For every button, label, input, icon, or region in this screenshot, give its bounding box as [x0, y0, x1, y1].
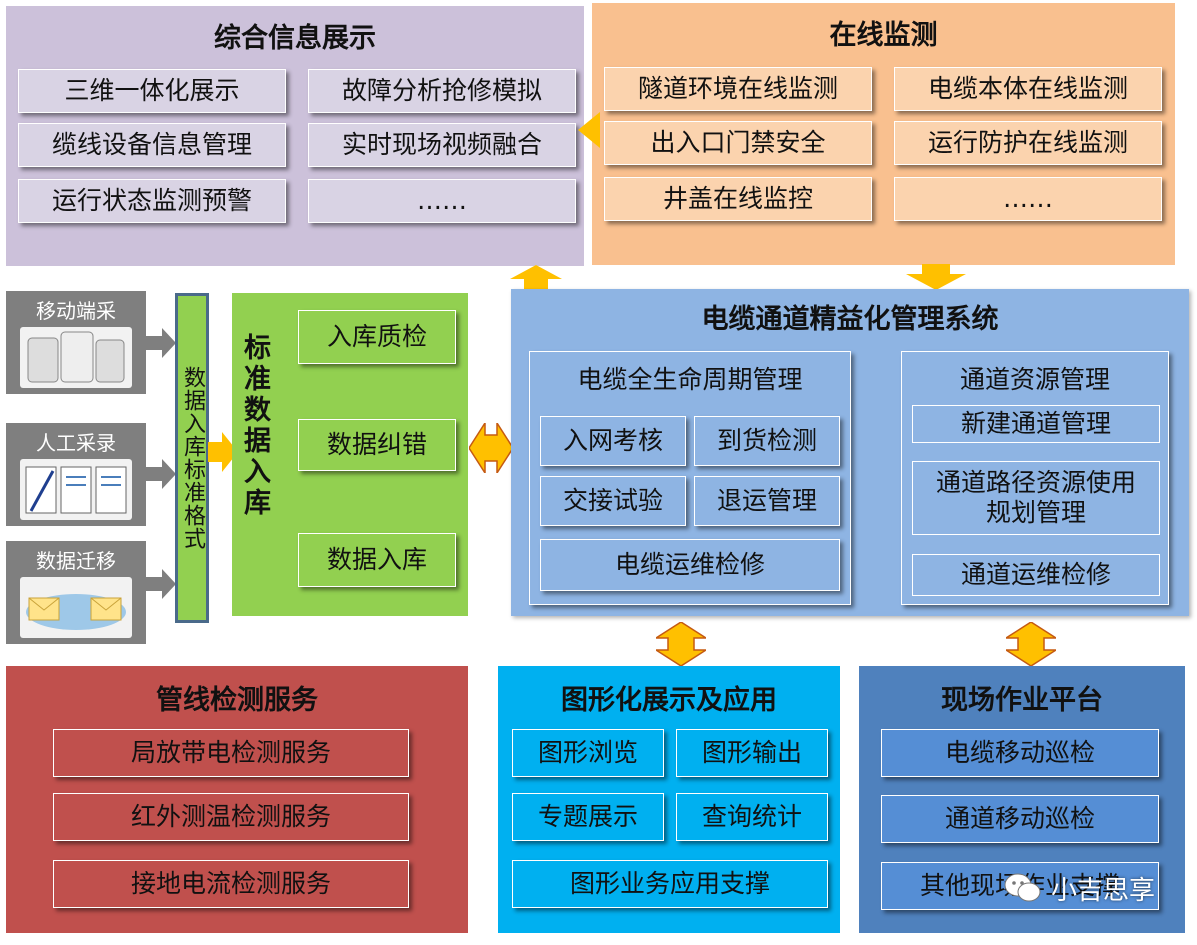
arrow-right-icon	[146, 459, 176, 489]
double-arrow-vertical-icon	[656, 622, 706, 666]
lifecycle-item[interactable]: 交接试验	[540, 476, 686, 526]
standard-storage-panel: 标准数据入库 入库质检 数据纠错 数据入库	[232, 293, 468, 616]
tablet-devices-icon	[20, 327, 132, 388]
field-item[interactable]: 通道移动巡检	[881, 795, 1159, 843]
double-arrow-vertical-icon	[1006, 622, 1056, 666]
pipe-item[interactable]: 局放带电检测服务	[53, 729, 409, 777]
channel-group: 通道资源管理 新建通道管理 通道路径资源使用规划管理 通道运维检修	[901, 351, 1169, 605]
watermark-text: 小吉思享	[1051, 875, 1156, 906]
panel-title: 标准数据入库	[239, 333, 270, 519]
panel-title: 电缆通道精益化管理系统	[701, 304, 999, 335]
channel-item[interactable]: 新建通道管理	[912, 405, 1160, 443]
channel-item[interactable]: 通道运维检修	[912, 554, 1160, 596]
graphic-display-panel: 图形化展示及应用 图形浏览 图形输出 专题展示 查询统计 图形业务应用支撑	[498, 666, 840, 933]
arrow-left-icon	[578, 112, 600, 148]
arrow-right-icon	[146, 569, 176, 599]
monitor-item[interactable]: ……	[894, 177, 1162, 221]
wechat-icon	[1004, 873, 1041, 902]
cloud-mail-icon	[20, 577, 132, 638]
panel-title: 在线监测	[829, 20, 938, 51]
field-item[interactable]: 电缆移动巡检	[881, 729, 1159, 777]
pipe-item[interactable]: 红外测温检测服务	[53, 793, 409, 841]
std-format-bar: 数据入库标准格式	[175, 293, 209, 623]
monitor-item[interactable]: 运行防护在线监测	[894, 121, 1162, 165]
arrow-up-icon	[510, 265, 562, 291]
pipe-item[interactable]: 接地电流检测服务	[53, 860, 409, 908]
source-label: 移动端采	[36, 299, 116, 323]
info-item[interactable]: ……	[308, 179, 576, 223]
source-manual: 人工采录	[6, 423, 146, 526]
info-item[interactable]: 实时现场视频融合	[308, 123, 576, 167]
monitor-item[interactable]: 隧道环境在线监测	[604, 67, 872, 111]
cable-channel-system-panel: 电缆通道精益化管理系统 电缆全生命周期管理 入网考核 到货检测 交接试验 退运管…	[511, 289, 1189, 616]
arrow-down-icon	[906, 264, 966, 290]
source-label: 人工采录	[36, 431, 116, 455]
lifecycle-item[interactable]: 电缆运维检修	[540, 539, 840, 591]
info-item[interactable]: 缆线设备信息管理	[18, 123, 286, 167]
lifecycle-item[interactable]: 入网考核	[540, 416, 686, 466]
graph-item[interactable]: 查询统计	[676, 793, 828, 841]
store-item[interactable]: 数据纠错	[298, 419, 456, 471]
lifecycle-item[interactable]: 到货检测	[694, 416, 840, 466]
store-item[interactable]: 入库质检	[298, 310, 456, 364]
graph-item[interactable]: 专题展示	[512, 793, 664, 841]
pipeline-inspection-panel: 管线检测服务 局放带电检测服务 红外测温检测服务 接地电流检测服务	[6, 666, 468, 933]
info-item[interactable]: 三维一体化展示	[18, 69, 286, 113]
graph-item[interactable]: 图形输出	[676, 729, 828, 777]
monitor-item[interactable]: 出入口门禁安全	[604, 121, 872, 165]
store-item[interactable]: 数据入库	[298, 533, 456, 587]
panel-title: 图形化展示及应用	[561, 685, 777, 716]
source-label: 数据迁移	[36, 549, 116, 573]
info-display-panel: 综合信息展示 三维一体化展示 故障分析抢修模拟 缆线设备信息管理 实时现场视频融…	[6, 6, 584, 266]
group-title: 通道资源管理	[959, 365, 1110, 394]
graph-item[interactable]: 图形业务应用支撑	[512, 860, 828, 908]
channel-item[interactable]: 通道路径资源使用规划管理	[912, 461, 1160, 535]
watermark: 小吉思享	[1003, 868, 1155, 908]
panel-title: 管线检测服务	[156, 685, 318, 716]
double-arrow-horizontal-icon	[469, 423, 513, 473]
source-mobile: 移动端采	[6, 291, 146, 394]
info-item[interactable]: 运行状态监测预警	[18, 179, 286, 223]
panel-title: 现场作业平台	[941, 685, 1103, 716]
group-title: 电缆全生命周期管理	[577, 365, 803, 394]
info-item[interactable]: 故障分析抢修模拟	[308, 69, 576, 113]
monitor-item[interactable]: 井盖在线监控	[604, 177, 872, 221]
lifecycle-item[interactable]: 退运管理	[694, 476, 840, 526]
arrow-right-icon	[146, 328, 176, 358]
graph-item[interactable]: 图形浏览	[512, 729, 664, 777]
lifecycle-group: 电缆全生命周期管理 入网考核 到货检测 交接试验 退运管理 电缆运维检修	[529, 351, 851, 605]
source-migration: 数据迁移	[6, 541, 146, 644]
arrow-right-icon	[208, 432, 238, 472]
monitor-item[interactable]: 电缆本体在线监测	[894, 67, 1162, 111]
documents-pen-icon	[20, 459, 132, 520]
panel-title: 综合信息展示	[214, 23, 376, 54]
online-monitor-panel: 在线监测 隧道环境在线监测 电缆本体在线监测 出入口门禁安全 运行防护在线监测 …	[592, 3, 1175, 265]
